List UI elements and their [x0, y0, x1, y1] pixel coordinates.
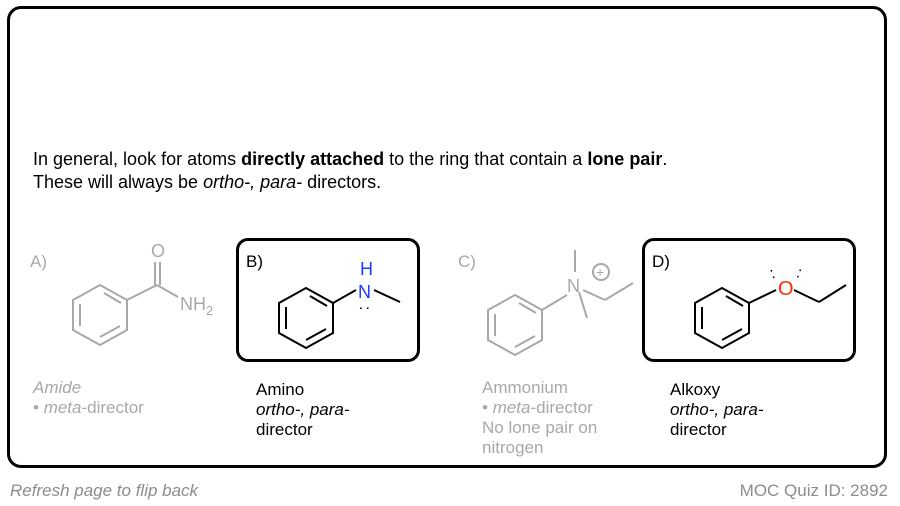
option-c-meta: meta	[492, 398, 531, 417]
alkoxy-oxygen-label: O	[778, 278, 794, 300]
option-c-nitrogen: nitrogen	[482, 438, 544, 457]
intro-bold-lone-pair: lone pair	[587, 149, 663, 169]
intro-bold-directly-attached: directly attached	[241, 149, 385, 169]
ammonium-nitrogen-label: N	[567, 276, 580, 296]
option-c-no-lone-pair: No lone pair on	[482, 418, 598, 437]
option-d-director: director	[670, 420, 727, 439]
option-a-bullet: •	[33, 398, 44, 417]
amino-lone-pair: :	[356, 306, 373, 310]
option-a-meta: meta	[43, 398, 82, 417]
option-d-name: Alkoxy	[670, 380, 721, 399]
option-b-name: Amino	[256, 380, 305, 399]
option-a-letter: A)	[30, 252, 47, 271]
intro-text: In general, look for atoms directly atta…	[33, 148, 853, 194]
amino-hydrogen-label: H	[360, 259, 373, 279]
amide-oxygen-label: O	[151, 241, 165, 261]
ammonium-structure: N +	[487, 250, 634, 357]
intro-italic-ortho-para: ortho-, para-	[203, 172, 303, 192]
option-b-box[interactable]	[236, 238, 420, 362]
option-b-ortho-para: ortho-, para-	[256, 400, 350, 419]
option-c-name: Ammonium	[482, 378, 568, 397]
ammonium-charge: +	[596, 264, 604, 280]
intro-text-part: In general, look for atoms	[33, 149, 242, 169]
option-b-caption: Amino ortho-, para- director	[256, 380, 350, 440]
option-d-caption: Alkoxy ortho-, para- director	[670, 380, 764, 440]
option-a-name: Amide	[33, 378, 82, 397]
alkoxy-structure: O : :	[694, 264, 847, 350]
amide-structure: O NH 2	[72, 241, 213, 347]
option-b-director: director	[256, 420, 313, 439]
intro-text-part: directors.	[302, 172, 382, 192]
alkoxy-lone-pair-right: :	[794, 264, 804, 281]
quiz-card[interactable]	[7, 6, 887, 468]
intro-text-part: These will always be	[33, 172, 204, 192]
amino-nitrogen-label: N	[358, 282, 371, 302]
option-a-caption: Amide • meta-director	[33, 378, 144, 418]
option-b-letter: B)	[246, 252, 263, 271]
intro-text-part: to the ring that contain a	[384, 149, 588, 169]
option-d-box[interactable]	[642, 238, 856, 362]
option-c-bullet: •	[482, 398, 493, 417]
option-d-letter: D)	[652, 252, 670, 271]
amide-nitrogen-subscript: 2	[206, 303, 213, 318]
option-c-director: -director	[530, 398, 593, 417]
amino-structure: H N :	[278, 259, 401, 350]
quiz-id: MOC Quiz ID: 2892	[739, 481, 888, 500]
option-a-director: -director	[81, 398, 144, 417]
option-c-caption: Ammonium • meta-director No lone pair on…	[482, 378, 597, 458]
option-c-letter: C)	[458, 252, 476, 271]
option-d-ortho-para: ortho-, para-	[670, 400, 764, 419]
alkoxy-lone-pair-left: :	[767, 265, 777, 282]
intro-text-part: .	[662, 149, 668, 169]
amide-nitrogen-label: NH	[180, 294, 206, 314]
refresh-hint: Refresh page to flip back	[10, 481, 199, 500]
